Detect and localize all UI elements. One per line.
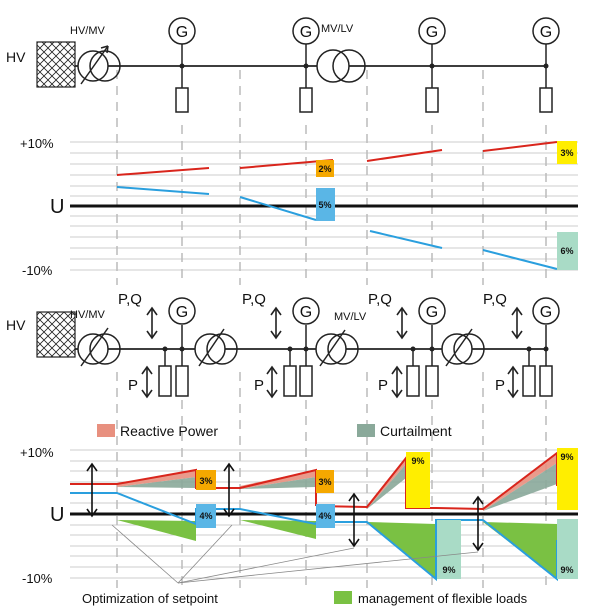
tag2-9pct-a: 9% — [411, 456, 424, 466]
voltage-chart-1: +10% U -10% 2% 5% 3% 6% — [20, 136, 578, 278]
tag2-box-9pct-c — [557, 448, 578, 510]
tag2-box-9pct-d — [557, 519, 578, 579]
hv-grid-box — [36, 41, 76, 88]
legend-curtail-swatch — [357, 424, 375, 437]
hv-label: HV — [6, 49, 26, 65]
gen-g-5: G — [176, 304, 188, 321]
legend-top: Reactive Power Curtailment — [97, 423, 452, 439]
tag-box-2pct — [316, 160, 334, 177]
tag-3pct: 3% — [560, 148, 573, 158]
optimization-caption: Optimization of setpoint — [82, 591, 218, 606]
tag-2pct: 2% — [318, 164, 331, 174]
pq-label-1: P,Q — [118, 291, 142, 308]
plus10-label-2: +10% — [20, 445, 54, 460]
u-label-1: U — [50, 196, 64, 218]
gen-g-4: G — [540, 24, 552, 41]
pq-label-4: P,Q — [483, 291, 507, 308]
minus10-label-2: -10% — [22, 571, 53, 586]
minus10-label-1: -10% — [22, 263, 53, 278]
tag2-3pct-b: 3% — [318, 477, 331, 487]
hvmv-transformer — [77, 45, 121, 85]
mvlv-label-2: MV/LV — [334, 311, 367, 323]
mvlv-transformer — [316, 49, 366, 83]
setpoint-arrows — [86, 462, 484, 552]
p-label-4: P — [495, 377, 505, 394]
hvmv-label-2: HV/MV — [70, 309, 106, 321]
mvlv-label: MV/LV — [321, 23, 354, 35]
u-label-2: U — [50, 504, 64, 526]
leader-lines — [111, 524, 479, 584]
p-label-1: P — [128, 377, 138, 394]
tag-box-6pct — [557, 232, 578, 270]
gen-g-1: G — [176, 24, 188, 41]
hvmv-label: HV/MV — [70, 25, 106, 37]
plus10-label-1: +10% — [20, 136, 54, 151]
hv-grid-box-2 — [36, 311, 76, 358]
tag2-9pct-d: 9% — [560, 565, 573, 575]
tag-box-3pct — [557, 141, 577, 164]
tag2-9pct-b: 9% — [442, 565, 455, 575]
tag2-box-9pct-a — [406, 452, 430, 508]
gen-g-2: G — [300, 24, 312, 41]
voltage-chart-2: +10% U -10% — [20, 445, 578, 586]
blue-voltage-lines-1 — [116, 186, 558, 270]
legend-reactive-swatch — [97, 424, 115, 437]
middle-generators — [158, 297, 560, 397]
tag2-box-4pct-b — [316, 504, 335, 528]
tag2-box-9pct-b — [437, 520, 461, 579]
legend-flex-label: management of flexible loads — [358, 591, 528, 606]
flex-fills — [117, 520, 557, 579]
gen-g-7: G — [426, 304, 438, 321]
tag2-4pct-b: 4% — [318, 511, 331, 521]
top-grid: HV HV/MV MV/LV — [6, 17, 560, 113]
dashed-guides — [116, 70, 547, 588]
transformers-2 — [77, 327, 485, 367]
pq-label-2: P,Q — [242, 291, 266, 308]
legend-reactive-label: Reactive Power — [120, 423, 218, 439]
gen-g-8: G — [540, 304, 552, 321]
legend-flex-swatch — [334, 591, 352, 604]
legend-bottom: Optimization of setpoint management of f… — [82, 591, 528, 606]
p-label-2: P — [254, 377, 264, 394]
red-voltage-lines-1 — [116, 141, 558, 176]
double-arrows — [141, 306, 523, 399]
top-generators — [168, 17, 560, 113]
legend-curtail-label: Curtailment — [380, 423, 452, 439]
curtail-fills — [117, 463, 557, 511]
tag-5pct: 5% — [318, 200, 331, 210]
middle-grid: HV HV/MV MV/LV — [6, 291, 560, 399]
tag2-box-3pct-b — [316, 470, 334, 493]
tag-6pct: 6% — [560, 246, 573, 256]
tag2-box-3pct-a — [196, 470, 216, 490]
gen-g-3: G — [426, 24, 438, 41]
tag2-3pct-a: 3% — [199, 476, 212, 486]
tag2-box-4pct-a — [196, 504, 216, 528]
hv-label-2: HV — [6, 317, 26, 333]
gen-g-6: G — [300, 304, 312, 321]
p-label-3: P — [378, 377, 388, 394]
tag-box-5pct — [316, 188, 335, 221]
pq-label-3: P,Q — [368, 291, 392, 308]
tag2-9pct-c: 9% — [560, 452, 573, 462]
tag2-4pct-a: 4% — [199, 511, 212, 521]
